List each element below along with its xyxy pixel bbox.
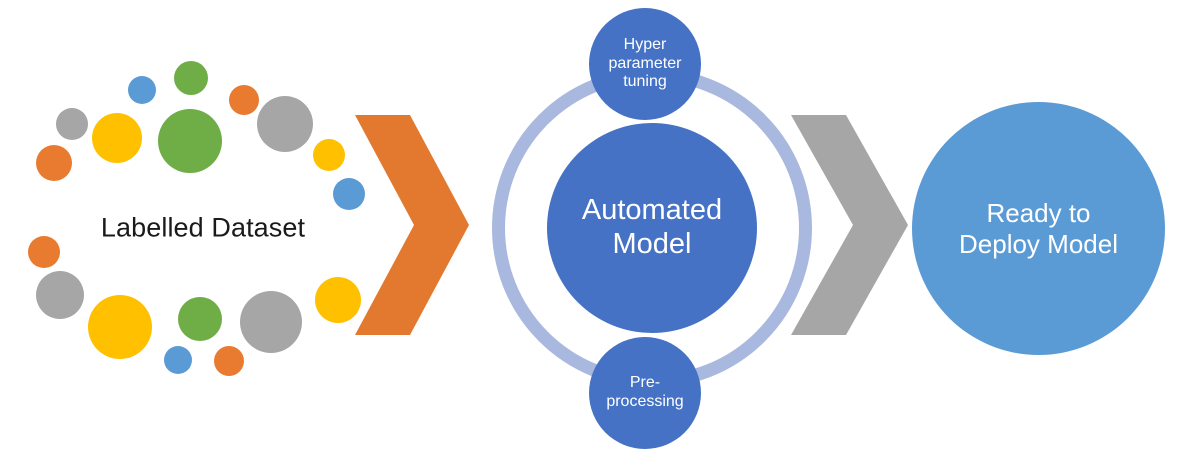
chevron-gray-icon [791,115,908,335]
dot-yellow-right [313,139,345,171]
dot-yellow-left [92,113,142,163]
preprocessing-label: Pre- processing [606,374,684,410]
dot-blue-upper-left [128,76,156,104]
dot-gray-right [257,96,313,152]
dot-green-big [158,109,222,173]
dot-green-top [174,61,208,95]
ready-to-deploy-model-node[interactable]: Ready to Deploy Model [912,102,1165,355]
ready-to-deploy-model-label: Ready to Deploy Model [959,198,1118,259]
dot-gray-lower-left [36,271,84,319]
dot-orange-lower-left [28,236,60,268]
dot-orange-upper-right [229,85,259,115]
dot-yellow-bottom [88,295,152,359]
preprocessing-node[interactable]: Pre- processing [589,337,701,449]
dot-blue-right [333,178,365,210]
dot-orange-bottom [214,346,244,376]
dot-orange-far-left [36,145,72,181]
dot-gray-left [56,108,88,140]
chevron-orange-icon [355,115,469,335]
dot-yellow-bottom-right [315,277,361,323]
dot-gray-bottom [240,291,302,353]
dot-green-bottom [178,297,222,341]
automated-model-label: Automated Model [581,194,723,260]
dot-blue-bottom [164,346,192,374]
automated-model-node[interactable]: Automated Model [547,123,757,333]
hyperparameter-tuning-node[interactable]: Hyper parameter tuning [589,8,701,120]
labelled-dataset-label: Labelled Dataset [100,212,306,243]
hyperparameter-tuning-label: Hyper parameter tuning [608,36,682,91]
